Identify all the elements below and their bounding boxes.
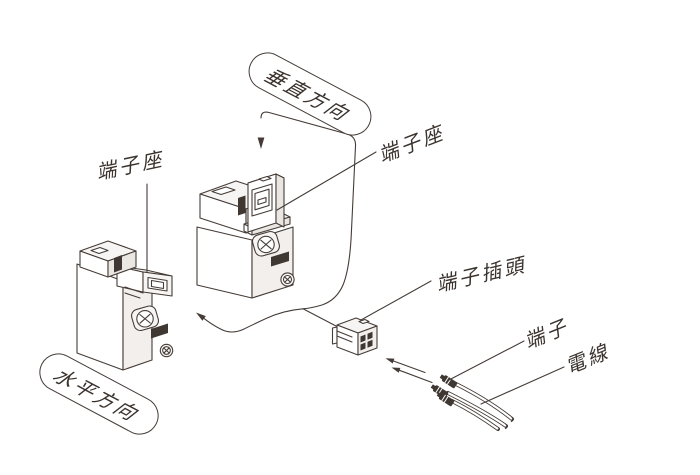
crimp-terminal-icon — [439, 374, 458, 389]
brand-mark — [238, 195, 246, 216]
screw-small-icon — [159, 343, 174, 358]
wire-insert-arrows-icon — [385, 358, 433, 384]
screw-small-icon — [280, 272, 295, 287]
vertical-unit-drawing — [196, 173, 295, 299]
vertical-insert-arrow-icon — [257, 137, 265, 149]
crimp-terminal-icon — [436, 392, 455, 407]
leader-terminal — [448, 340, 525, 381]
label-patch — [271, 251, 289, 267]
brand-mark — [114, 255, 122, 273]
leader-wire — [480, 366, 565, 405]
leader-terminal-block-right — [276, 151, 377, 211]
horizontal-unit-drawing — [76, 240, 174, 371]
leader-terminal-plug — [360, 280, 432, 321]
screw-large-icon — [251, 230, 280, 257]
screw-large-icon — [131, 305, 160, 332]
wires-drawing — [430, 374, 514, 431]
label-patch — [151, 323, 168, 339]
terminal-plug-drawing — [331, 317, 378, 356]
horizontal-insert-arrow-icon — [196, 312, 206, 321]
insertion-path — [196, 111, 357, 333]
leader-lines — [146, 151, 565, 405]
